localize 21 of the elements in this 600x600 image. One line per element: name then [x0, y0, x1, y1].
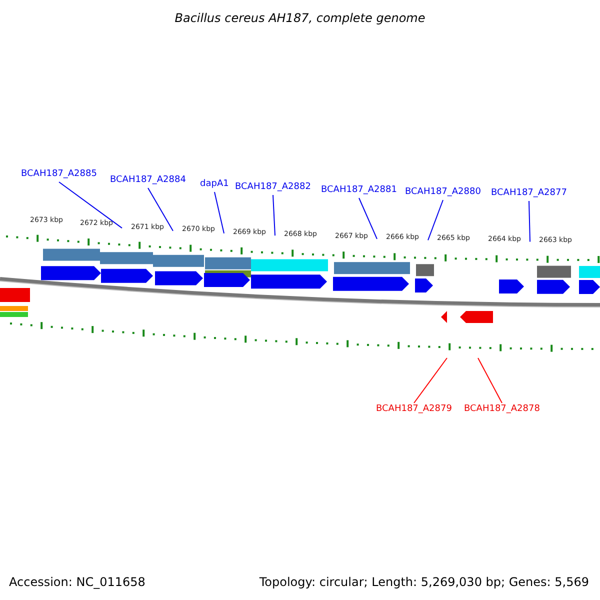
accession-note: Accession: NC_011658 [9, 576, 146, 588]
leader-line [428, 200, 444, 241]
gene-label: BCAH187_A2880 [405, 188, 481, 197]
genome-summary: Topology: circular; Length: 5,269,030 bp; Genes: 5,569 [259, 576, 589, 588]
leader-line [478, 358, 502, 404]
leader-line [58, 182, 122, 229]
gene-label: BCAH187_A2878 [464, 405, 540, 414]
gene-label: BCAH187_A2877 [491, 189, 567, 198]
gene-label: BCAH187_A2881 [321, 186, 397, 195]
gene-label: BCAH187_A2885 [21, 170, 97, 179]
leader-line [358, 198, 378, 240]
leader-line [414, 358, 448, 404]
leader-line [528, 200, 530, 242]
gene-label: BCAH187_A2884 [110, 176, 186, 185]
map-title: Bacillus cereus AH187, complete genome [174, 12, 426, 24]
gene-label: BCAH187_A2882 [235, 183, 311, 192]
leader-line [272, 194, 276, 236]
gene-label: BCAH187_A2879 [376, 405, 452, 414]
leader-line [148, 188, 174, 232]
leader-line [214, 192, 224, 234]
gene-label: dapA1 [200, 180, 229, 189]
